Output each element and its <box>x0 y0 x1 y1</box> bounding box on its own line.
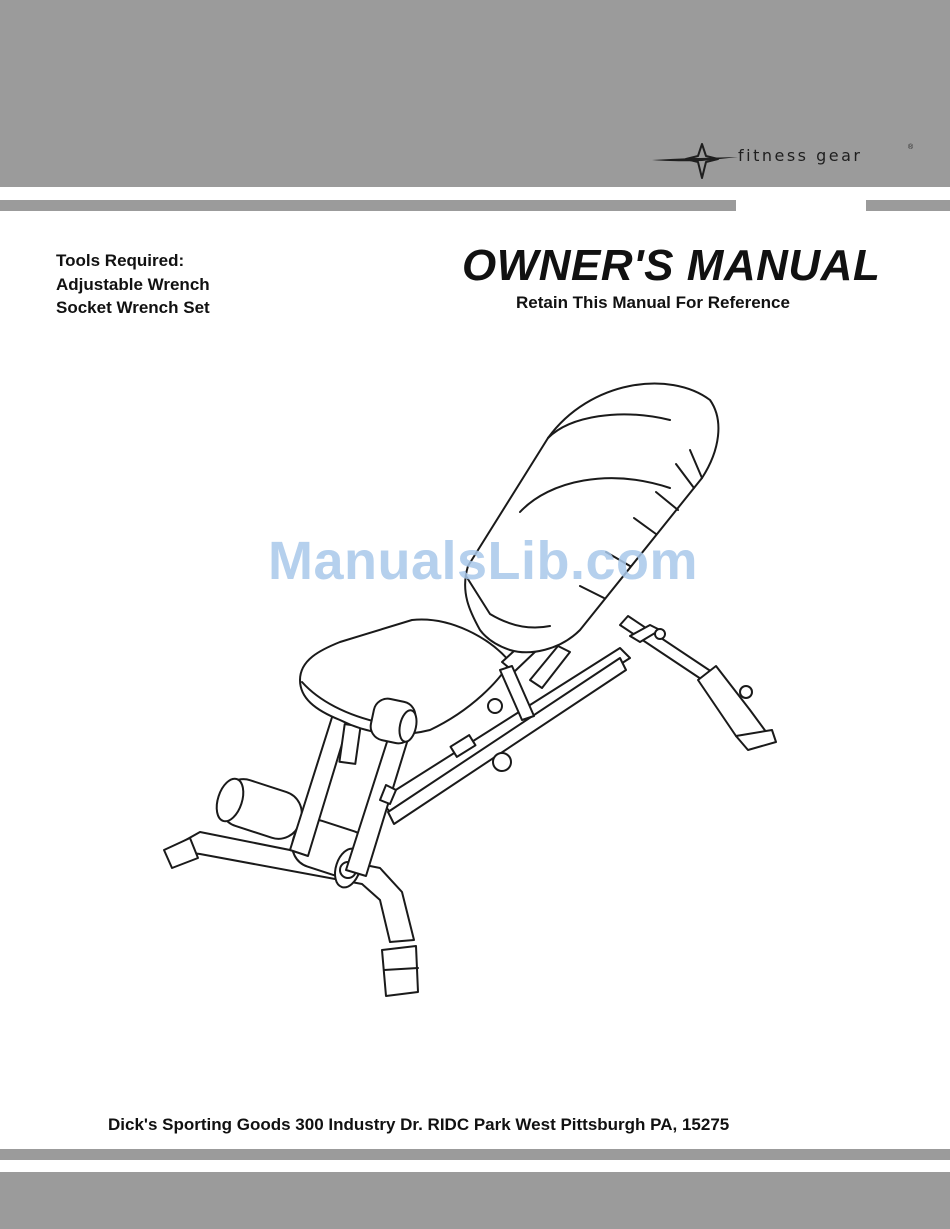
footer-address: Dick's Sporting Goods 300 Industry Dr. R… <box>108 1115 729 1135</box>
bench-illustration <box>150 380 790 1020</box>
registered-mark: ® <box>908 144 913 151</box>
brand-name: fitness gear <box>738 146 862 165</box>
page-subtitle: Retain This Manual For Reference <box>516 293 790 313</box>
header-stripe-right <box>866 200 950 211</box>
tools-required: Tools Required: Adjustable Wrench Socket… <box>56 249 210 320</box>
footer-stripe <box>0 1149 950 1160</box>
watermark: ManualsLib.com <box>268 530 698 592</box>
page-title: OWNER'S MANUAL <box>462 241 902 291</box>
header-stripe-left <box>0 200 736 211</box>
tools-heading: Tools Required: <box>56 249 210 273</box>
footer-band <box>0 1172 950 1229</box>
star-swoosh-icon <box>652 142 738 182</box>
tool-item: Adjustable Wrench <box>56 273 210 297</box>
tool-item: Socket Wrench Set <box>56 296 210 320</box>
brand-logo: fitness gear ® <box>652 140 922 180</box>
